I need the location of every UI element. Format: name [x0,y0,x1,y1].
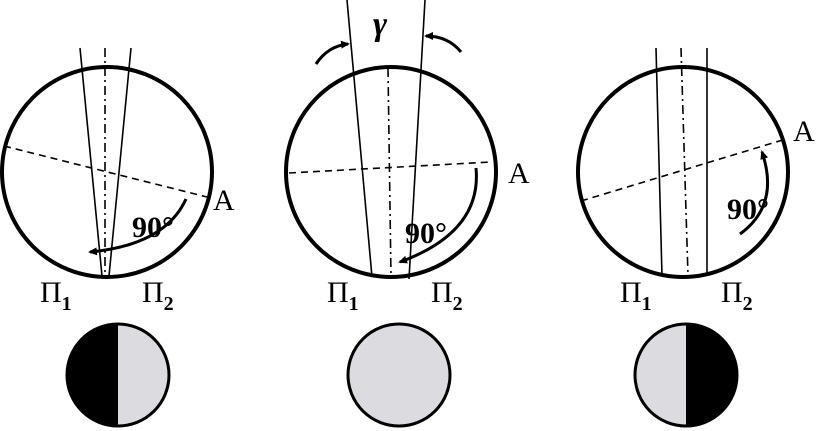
pi2-label: Π2 [721,276,753,315]
panel-left: 90° A Π1 Π2 [0,47,235,428]
panel-right: 90° A Π1 Π2 [576,47,815,428]
dashed-line [3,145,208,198]
polarizer-line-1 [346,0,373,278]
polarizer-line-1 [79,47,103,277]
panel-middle: 90° A γ Π1 Π2 [284,0,530,428]
angle-label: 90° [132,211,174,244]
pi1-label: Π1 [327,276,359,315]
dashed-line [288,161,492,174]
axis-dashdot [680,47,689,277]
field-circle [0,65,214,279]
gamma-label: γ [373,6,388,43]
rotation-arrow [398,167,478,264]
gamma-arrow-left [314,40,350,65]
rotation-arrow [88,198,188,256]
polarizer-line-2 [108,47,132,277]
polarizer-line-1 [655,47,663,277]
point-a-label: A [508,157,530,190]
angle-label: 90° [727,193,769,226]
indicator-circle-middle [346,322,452,428]
gamma-arrow-right [424,32,463,53]
pi2-label: Π2 [142,276,174,315]
pi1-label: Π1 [620,276,652,315]
field-circle [576,65,790,279]
indicator-circle-right [633,322,739,428]
polarizer-line-2 [408,0,426,280]
point-a-label: A [213,184,235,217]
pi2-label: Π2 [431,276,463,315]
point-a-label: A [793,115,815,148]
angle-label: 90° [405,217,447,250]
axis-dashdot [387,67,392,278]
pi1-label: Π1 [40,276,72,315]
indicator-circle-left [65,322,171,428]
rotation-arrow [739,150,770,236]
